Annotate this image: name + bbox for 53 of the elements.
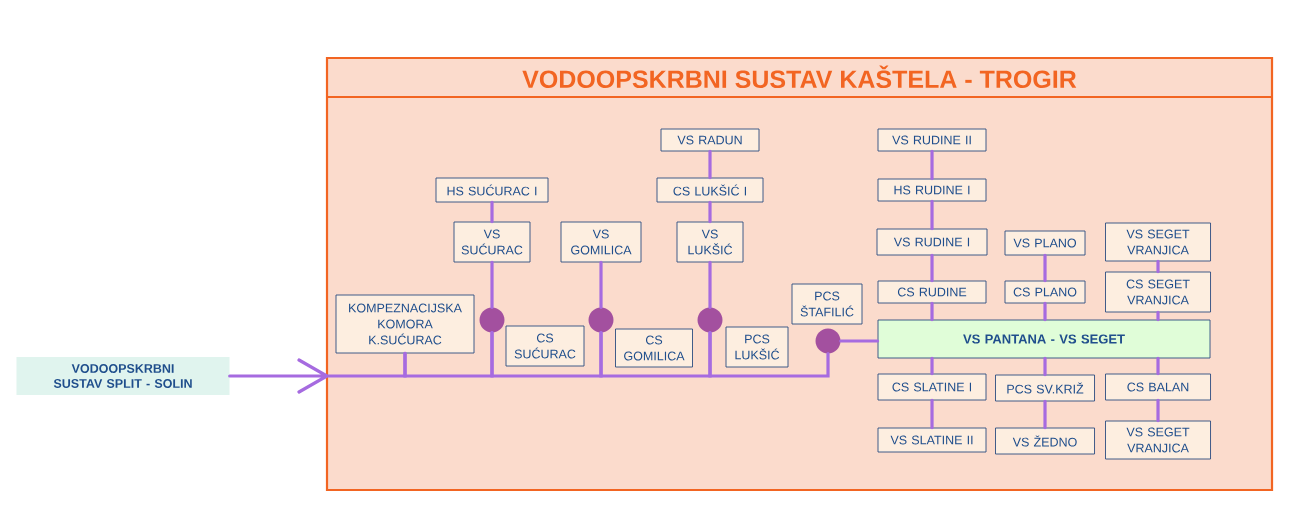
station-box: CS BALAN <box>1105 373 1211 401</box>
junction-dot <box>815 328 841 354</box>
pipe-line <box>930 398 934 430</box>
station-box: CS GOMILICA <box>615 328 693 368</box>
station-box: VS RADUN <box>660 128 760 152</box>
station-box: PCS SV.KRIŽ <box>995 374 1095 402</box>
pipe-line <box>1156 310 1160 322</box>
station-box: CS RUDINE <box>877 280 987 304</box>
pipe-line <box>708 331 830 378</box>
station-box: VS SUĆURAC <box>453 221 531 263</box>
pipe-line <box>1043 301 1047 322</box>
pipe-line <box>930 356 934 376</box>
station-box: VS LUKŠIĆ <box>676 221 744 263</box>
pipe-line <box>1043 399 1047 430</box>
station-box: PCS ŠTAFILIĆ <box>791 283 863 325</box>
station-box: VS SEGET VRANJICA <box>1105 420 1211 460</box>
pipe-line <box>930 253 934 283</box>
station-box: VS GOMILICA <box>560 221 642 263</box>
junction-dot <box>479 307 505 333</box>
junction-dot <box>697 307 723 333</box>
pipe-line <box>490 260 494 309</box>
pipe-line <box>930 149 934 181</box>
station-box: HS SUĆURAC I <box>435 177 549 203</box>
station-box: CS LUKŠIĆ I <box>656 177 764 203</box>
station-box: VS RUDINE II <box>877 128 987 152</box>
pipe-line <box>1043 253 1047 283</box>
source-box: VODOOPSKRBNI SUSTAV SPLIT - SOLIN <box>16 357 230 395</box>
pipe-line <box>930 301 934 322</box>
station-box: VS ŽEDNO <box>995 427 1095 455</box>
station-box: VS PLANO <box>1004 230 1086 256</box>
main-station-box: VS PANTANA - VS SEGET <box>877 319 1211 359</box>
pipe-line <box>930 199 934 231</box>
station-box: VS RUDINE I <box>876 228 988 256</box>
junction-dot <box>588 307 614 333</box>
pipe-line <box>708 200 712 224</box>
pipe-line <box>1156 398 1160 423</box>
pipe-line <box>1156 259 1160 274</box>
pipe-line <box>490 200 494 224</box>
station-box: PCS LUKŠIĆ <box>725 326 789 368</box>
pipe-line <box>708 149 712 180</box>
station-box: CS SUĆURAC <box>505 325 585 367</box>
pipe-line <box>1156 356 1160 376</box>
pipe-line <box>599 260 603 309</box>
pipe-line <box>839 339 880 343</box>
station-box: VS SLATINE II <box>877 427 987 453</box>
pipe-line <box>1043 356 1047 377</box>
station-box: CS PLANO <box>1004 280 1086 304</box>
station-box: CS SLATINE I <box>877 373 987 401</box>
pipe-line <box>708 260 712 309</box>
station-box: CS SEGET VRANJICA <box>1105 271 1211 313</box>
station-box: KOMPEZNACIJSKA KOMORA K.SUĆURAC <box>335 294 475 354</box>
station-box: HS RUDINE I <box>877 178 987 202</box>
station-box: VS SEGET VRANJICA <box>1105 222 1211 262</box>
